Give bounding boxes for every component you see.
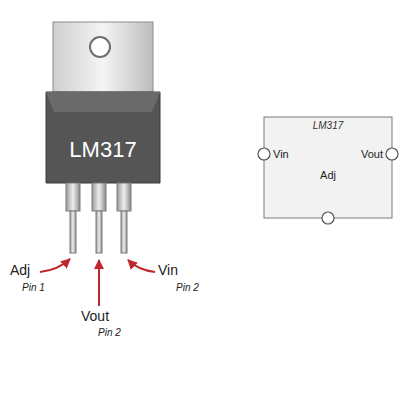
pointer-arrows: [40, 259, 155, 306]
pin-name: Adj: [10, 263, 30, 278]
pin-number: Pin 2: [98, 327, 121, 338]
mounting-hole: [90, 37, 110, 57]
pin-name: Vin: [158, 263, 178, 278]
chip-bevel: [46, 92, 160, 112]
pin-terminal: [386, 148, 398, 160]
schematic-block-node: LM317Vin VoutAdj: [264, 117, 392, 218]
pin-name: Vout: [361, 148, 383, 160]
component-name: LM317: [313, 120, 344, 131]
pin-name: Adj: [320, 169, 336, 181]
component-name: LM317: [69, 138, 136, 162]
chip-body-label: LM317: [46, 112, 160, 183]
heatsink-tab: [53, 22, 153, 92]
leads: [66, 183, 131, 253]
pin-name: Vout: [81, 309, 109, 324]
schematic-block: [264, 117, 392, 218]
chip-body: [46, 92, 160, 183]
pin-number: Pin 1: [22, 282, 45, 293]
pin-name: Vin: [273, 148, 289, 160]
pin-terminal: [322, 212, 334, 224]
pin-terminal: [258, 148, 270, 160]
pin-number: Pin 2: [176, 282, 199, 293]
